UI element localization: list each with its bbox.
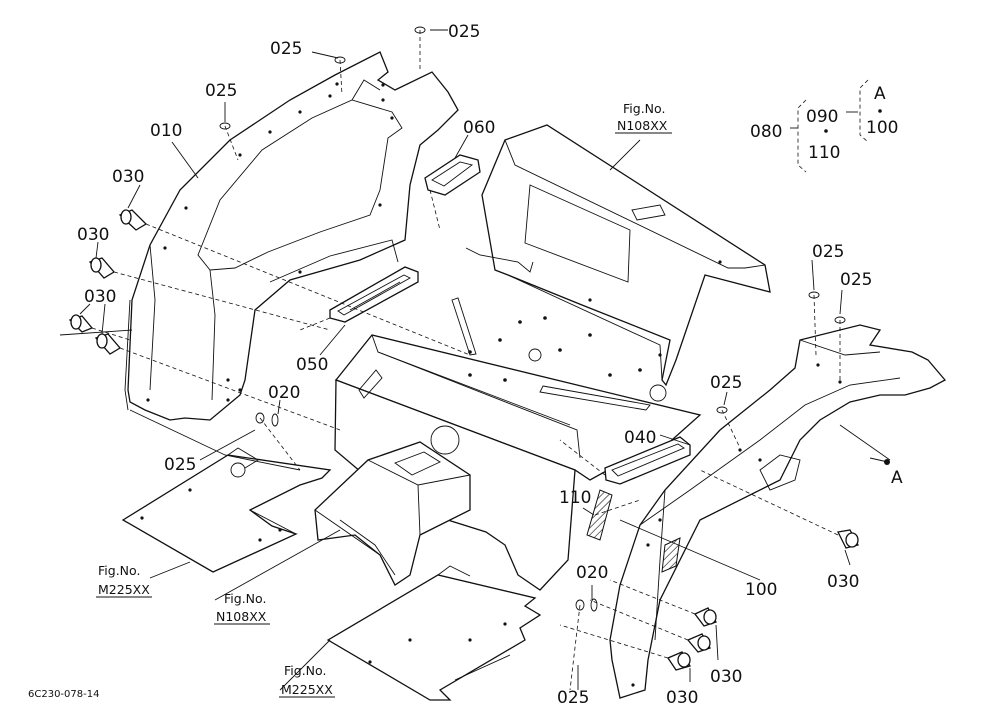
fig-ref-label: Fig.No. bbox=[623, 101, 665, 116]
label-110: 110 bbox=[808, 143, 840, 163]
label-a: A bbox=[874, 84, 886, 104]
bolt-icon bbox=[667, 651, 691, 671]
label-020: 020 bbox=[576, 563, 608, 583]
fig-ref-label: Fig.No. bbox=[98, 563, 140, 578]
bolt-icon bbox=[88, 257, 115, 279]
fig-ref-label: Fig.No. bbox=[284, 663, 326, 678]
label-025: 025 bbox=[557, 688, 589, 708]
leader-lines bbox=[79, 29, 889, 691]
label-030: 030 bbox=[112, 167, 144, 187]
label-030: 030 bbox=[666, 688, 698, 708]
label-030: 030 bbox=[77, 225, 109, 245]
bolt-icon bbox=[693, 607, 717, 627]
pad-060 bbox=[424, 154, 481, 196]
label-040: 040 bbox=[624, 428, 656, 448]
ref-a-dot bbox=[884, 459, 890, 465]
label-110: 110 bbox=[559, 488, 591, 508]
label-100: 100 bbox=[745, 580, 777, 600]
pad-110 bbox=[586, 489, 613, 541]
floor-plate-right bbox=[326, 565, 542, 701]
label-025: 025 bbox=[448, 22, 480, 42]
fig-ref-number: N108XX bbox=[216, 609, 267, 624]
label-010: 010 bbox=[150, 121, 182, 141]
label-025: 025 bbox=[164, 455, 196, 475]
step-050 bbox=[329, 266, 419, 323]
label-060: 060 bbox=[463, 118, 495, 138]
right-fender bbox=[609, 324, 947, 699]
label-a: A bbox=[891, 468, 903, 488]
label-025: 025 bbox=[710, 373, 742, 393]
label-025: 025 bbox=[205, 81, 237, 101]
label-100: 100 bbox=[866, 118, 898, 138]
label-025: 025 bbox=[812, 242, 844, 262]
fig-ref-number: M225XX bbox=[98, 582, 150, 597]
left-fender bbox=[127, 51, 459, 421]
fig-ref-label: Fig.No. bbox=[224, 591, 266, 606]
bolt-icon bbox=[94, 333, 121, 355]
fig-ref-number: M225XX bbox=[281, 682, 333, 697]
bolt-icon bbox=[68, 314, 94, 333]
bolt-icon bbox=[118, 209, 148, 231]
label-090: 090 bbox=[806, 107, 838, 127]
label-030: 030 bbox=[84, 287, 116, 307]
detail-callout bbox=[790, 79, 882, 173]
label-080: 080 bbox=[750, 122, 782, 142]
bolt-icon bbox=[686, 633, 711, 653]
label-020: 020 bbox=[268, 383, 300, 403]
label-025: 025 bbox=[270, 39, 302, 59]
label-030: 030 bbox=[710, 667, 742, 687]
step-040 bbox=[604, 436, 691, 485]
assembly-lines bbox=[59, 30, 891, 691]
fig-ref-number: N108XX bbox=[617, 118, 668, 133]
label-050: 050 bbox=[296, 355, 328, 375]
center-cover bbox=[314, 441, 471, 586]
clip-icon bbox=[271, 413, 279, 427]
clip-icon bbox=[590, 598, 598, 612]
rear-panel bbox=[465, 124, 771, 387]
floor-plate-left bbox=[121, 447, 332, 573]
label-030: 030 bbox=[827, 572, 859, 592]
bolt-icon bbox=[837, 529, 859, 549]
label-025: 025 bbox=[840, 270, 872, 290]
drawing-id: 6C230-078-14 bbox=[28, 689, 99, 700]
